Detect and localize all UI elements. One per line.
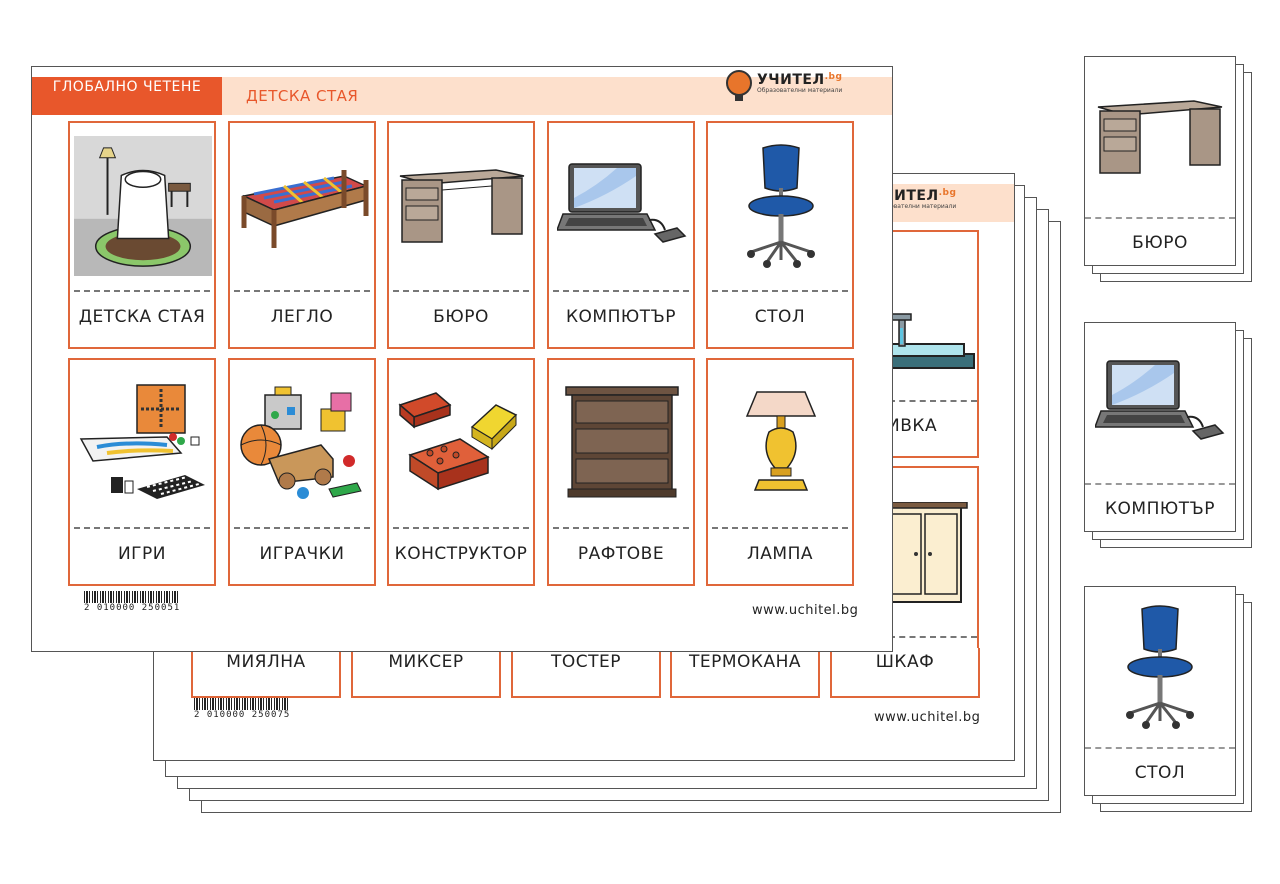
desk-icon xyxy=(399,169,525,243)
kids-room-icon xyxy=(74,136,212,276)
card-label: БЮРО xyxy=(433,307,489,327)
card-label: КОНСТРУКТОР xyxy=(394,544,528,564)
side-card-computer: КОМПЮТЪР xyxy=(1084,322,1236,532)
building-blocks-icon xyxy=(398,392,518,491)
card-games: ИГРИ xyxy=(68,358,216,586)
card-label: МИКСЕР xyxy=(388,652,464,672)
card-desk: БЮРО xyxy=(387,121,535,349)
partial-card-sink: ИВКА xyxy=(889,230,979,458)
card-label: КОМПЮТЪР xyxy=(565,307,677,327)
bed-icon xyxy=(241,170,369,248)
card-lamp: ЛАМПА xyxy=(706,358,854,586)
back-card-toaster: ТОСТЕР xyxy=(511,648,661,698)
back-card-kettle: ТЕРМОКАНА xyxy=(670,648,820,698)
card-blocks: КОНСТРУКТОР xyxy=(387,358,535,586)
card-computer: КОМПЮТЪР xyxy=(547,121,695,349)
card-label: СТОЛ xyxy=(1134,763,1186,783)
page-title: ДЕТСКА СТАЯ xyxy=(246,87,359,105)
lightbulb-icon xyxy=(726,70,752,101)
back-card-mixer: МИКСЕР xyxy=(351,648,501,698)
card-label: ТЕРМОКАНА xyxy=(688,652,802,672)
partial-card-label: ИВКА xyxy=(889,416,938,436)
desk-icon xyxy=(1097,100,1223,174)
card-label: ШКАФ xyxy=(875,652,935,672)
back-barcode: 2 010000 250075 xyxy=(194,698,290,720)
front-website: www.uchitel.bg xyxy=(752,603,859,618)
back-card-sink: МИЯЛНА xyxy=(191,648,341,698)
card-label: ЛАМПА xyxy=(747,544,813,564)
front-barcode: 2 010000 250051 xyxy=(84,591,180,613)
card-label: РАФТОВЕ xyxy=(577,544,665,564)
header-band: ДЕТСКА СТАЯ xyxy=(222,77,892,115)
card-label: ДЕТСКА СТАЯ xyxy=(78,307,206,327)
card-chair: СТОЛ xyxy=(706,121,854,349)
toys-icon xyxy=(240,386,362,499)
side-card-desk: БЮРО xyxy=(1084,56,1236,266)
card-label: КОМПЮТЪР xyxy=(1104,499,1216,519)
shelves-icon xyxy=(565,386,679,498)
back-website: www.uchitel.bg xyxy=(874,710,981,725)
card-bed: ЛЕГЛО xyxy=(228,121,376,349)
front-flashcard-sheet: ГЛОБАЛНО ЧЕТЕНЕ ДЕТСКА СТАЯ УЧИТЕЛ.bg Об… xyxy=(31,66,893,652)
laptop-icon xyxy=(557,163,687,243)
card-label: СТОЛ xyxy=(754,307,806,327)
card-label: ЛЕГЛО xyxy=(270,307,334,327)
lamp-icon xyxy=(745,391,817,491)
sink-icon xyxy=(889,313,975,369)
board-games-icon xyxy=(79,384,205,499)
office-chair-icon xyxy=(747,144,815,268)
side-card-chair: СТОЛ xyxy=(1084,586,1236,796)
card-shelves: РАФТОВЕ xyxy=(547,358,695,586)
card-toys: ИГРАЧКИ xyxy=(228,358,376,586)
back-card-wardrobe: ШКАФ xyxy=(830,648,980,698)
card-kids-room: ДЕТСКА СТАЯ xyxy=(68,121,216,349)
front-sheet-logo: УЧИТЕЛ.bg Образователни материали xyxy=(726,70,842,101)
office-chair-icon xyxy=(1126,605,1194,729)
header-category: ГЛОБАЛНО ЧЕТЕНЕ xyxy=(32,77,222,115)
cabinet-icon xyxy=(889,502,968,603)
card-label: ИГРАЧКИ xyxy=(259,544,345,564)
card-label: ИГРИ xyxy=(117,544,167,564)
laptop-icon xyxy=(1095,360,1225,440)
card-label: БЮРО xyxy=(1132,233,1188,253)
card-label: ТОСТЕР xyxy=(550,652,621,672)
card-label: МИЯЛНА xyxy=(226,652,306,672)
